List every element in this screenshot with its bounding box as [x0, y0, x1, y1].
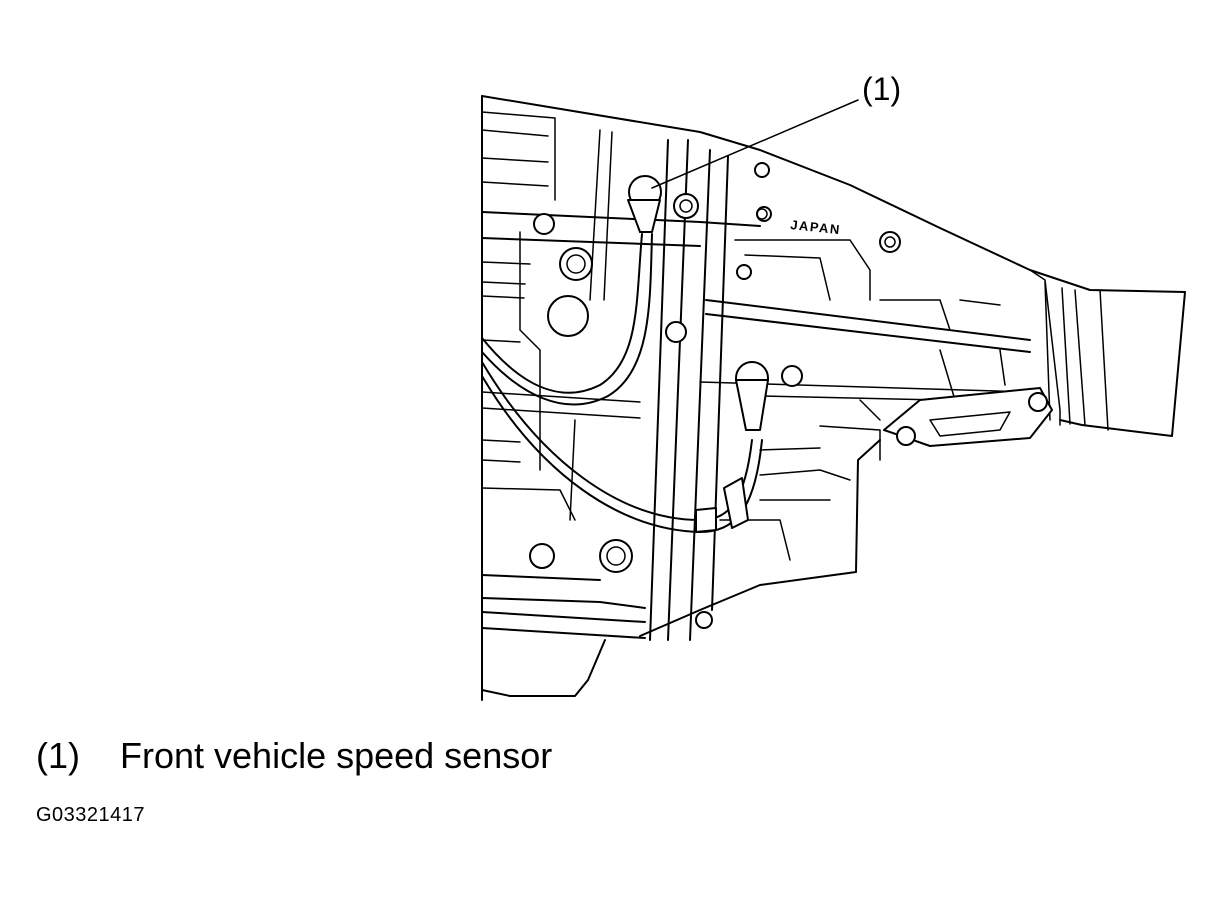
legend-label: Front vehicle speed sensor	[120, 735, 553, 776]
rear-harness	[481, 361, 763, 533]
sensor-harness	[481, 233, 653, 406]
transmission-housing	[481, 95, 1186, 701]
rear-speed-sensor	[735, 361, 803, 431]
legend-number: (1)	[36, 735, 80, 776]
callout-leader-line	[651, 99, 859, 189]
callout-label-1: (1)	[862, 71, 902, 107]
mounting-bracket	[883, 387, 1053, 447]
housing-stamp-text: JAPAN	[790, 217, 842, 237]
figure-code: G03321417	[36, 804, 146, 826]
housing-stamp: JAPAN	[756, 208, 842, 237]
housing-bolts	[529, 162, 901, 629]
front-speed-sensor	[627, 175, 662, 233]
legend-row: (1) Front vehicle speed sensor	[36, 738, 552, 774]
